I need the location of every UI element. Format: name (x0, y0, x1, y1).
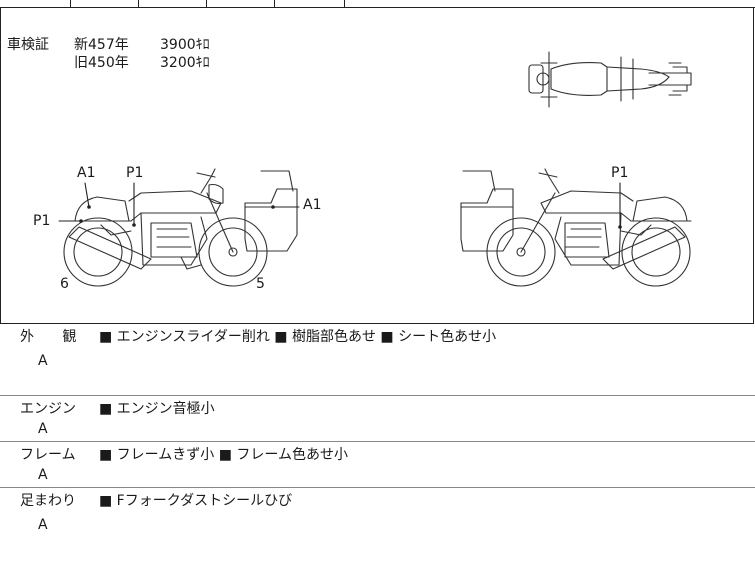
motorcycle-diagrams (58, 51, 692, 287)
row-label: フレーム (20, 447, 76, 463)
registration-mileage: 3200ｷﾛ (160, 55, 210, 71)
row-grade: A (38, 517, 48, 533)
damage-count-rear: 6 (60, 276, 69, 292)
damage-label-a1: A1 (303, 197, 322, 213)
table-divider (138, 0, 139, 8)
damage-leader-lines (58, 182, 621, 228)
damage-label-p1: P1 (611, 165, 629, 181)
damage-label-p1: P1 (33, 213, 51, 229)
inspection-row-engine: エンジン A ■ エンジン音極小 (0, 396, 755, 442)
inspection-rows: 外 観 A ■ エンジンスライダー削れ ■ 樹脂部色あせ ■ シート色あせ小 エ… (0, 324, 755, 561)
left-side-bike-icon (63, 168, 298, 287)
registration-line-new: 新457年 3900ｷﾛ (74, 36, 210, 54)
damage-label-a1: A1 (77, 165, 96, 181)
row-note: ■ フレームきず小 ■ フレーム色あせ小 (99, 447, 348, 463)
registration-label: 車検証 (7, 37, 49, 53)
damage-diagram-panel: 車検証 新457年 3900ｷﾛ 旧450年 3200ｷﾛ (0, 7, 754, 324)
row-label: 外 観 (20, 329, 89, 345)
damage-label-p1: P1 (126, 165, 144, 181)
row-label: 足まわり (20, 493, 76, 509)
table-divider (206, 0, 207, 8)
damage-point-dots (79, 205, 622, 229)
row-grade: A (38, 467, 48, 483)
inspection-row-suspension: 足まわり A ■ Fフォークダストシールひび (0, 488, 755, 561)
row-label: エンジン (20, 401, 76, 417)
registration-line-old: 旧450年 3200ｷﾛ (74, 54, 210, 72)
registration-mileage: 3900ｷﾛ (160, 37, 210, 53)
registration-year: 新457年 (74, 37, 129, 53)
row-note: ■ エンジンスライダー削れ ■ 樹脂部色あせ ■ シート色あせ小 (99, 329, 497, 345)
row-grade: A (38, 421, 48, 437)
row-note: ■ Fフォークダストシールひび (99, 493, 293, 509)
row-grade: A (38, 353, 48, 369)
top-view-bike-icon (528, 51, 692, 108)
damage-count-front: 5 (256, 276, 265, 292)
inspection-row-exterior: 外 観 A ■ エンジンスライダー削れ ■ 樹脂部色あせ ■ シート色あせ小 (0, 324, 755, 396)
header-table-edge (0, 0, 755, 8)
table-divider (344, 0, 345, 8)
table-divider (274, 0, 275, 8)
inspection-row-frame: フレーム A ■ フレームきず小 ■ フレーム色あせ小 (0, 442, 755, 488)
table-divider (70, 0, 71, 8)
right-side-bike-icon (460, 168, 692, 287)
row-note: ■ エンジン音極小 (99, 401, 215, 417)
registration-year: 旧450年 (74, 55, 129, 71)
